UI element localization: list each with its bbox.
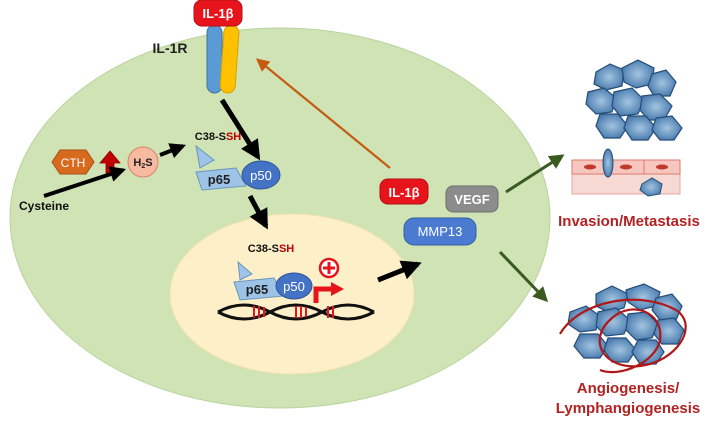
angiogenesis-label-line2: Lymphangiogenesis: [556, 400, 700, 417]
il1b-ligand-label: IL-1β: [202, 6, 233, 21]
cysteine-label: Cysteine: [19, 199, 69, 213]
arrow-nfkb-to-nucleus: [247, 194, 269, 230]
angiogenesis-label-line1: Angiogenesis/: [577, 380, 680, 397]
arrow-receptor-to-nfkb: [219, 98, 261, 161]
arrow-nucleus-to-secretion: [377, 260, 422, 283]
il1b-ligand-badge: IL-1β: [193, 0, 243, 27]
il1-receptor: [206, 24, 240, 94]
il1b-secreted-label: IL-1β: [388, 185, 419, 200]
p50-nucleus-label: p50: [283, 279, 305, 294]
p65-cytoplasm-label: p65: [208, 172, 230, 187]
cth-enzyme: CTH: [51, 149, 95, 175]
arrow-il1b-feedback: [255, 58, 391, 169]
transcription-arrow-icon: [313, 286, 332, 303]
h2s-label: H2S: [133, 157, 152, 170]
arrow-h2s-to-c38: [159, 143, 186, 159]
activation-plus-icon: [318, 257, 340, 279]
il1b-secreted-badge: IL-1β: [379, 178, 429, 205]
vegf-label: VEGF: [454, 192, 489, 207]
angiogenic-vessel-icon: [559, 298, 687, 374]
c38-ssh-nucleus: C38-SSH: [248, 243, 295, 255]
receptor-name: IL-1R: [153, 40, 188, 56]
cth-label: CTH: [61, 156, 86, 170]
vegf-badge: VEGF: [445, 185, 499, 213]
nfkb-complex-nucleus: p65 p50: [233, 260, 313, 301]
mmp13-label: MMP13: [418, 224, 463, 239]
nfkb-complex-cytoplasm: p65 p50: [195, 144, 281, 191]
dna-helix: [217, 303, 375, 321]
mmp13-badge: MMP13: [403, 217, 477, 246]
p50-cytoplasm-label: p50: [250, 168, 272, 183]
arrow-to-angiogenesis: [498, 250, 549, 303]
arrow-to-invasion: [505, 154, 565, 194]
tumor-cluster-angiogenesis-icon: [567, 283, 685, 365]
h2s-molecule: H2S: [127, 146, 159, 178]
invasion-metastasis-label: Invasion/Metastasis: [558, 213, 700, 230]
blood-vessel-icon: [571, 148, 681, 197]
tumor-cluster-invasion-icon: [585, 59, 683, 141]
arrow-cysteine-to-h2s: [43, 166, 127, 198]
c38-ssh-cytoplasm: C38-SSH: [195, 131, 242, 143]
p65-nucleus-label: p65: [246, 282, 268, 297]
